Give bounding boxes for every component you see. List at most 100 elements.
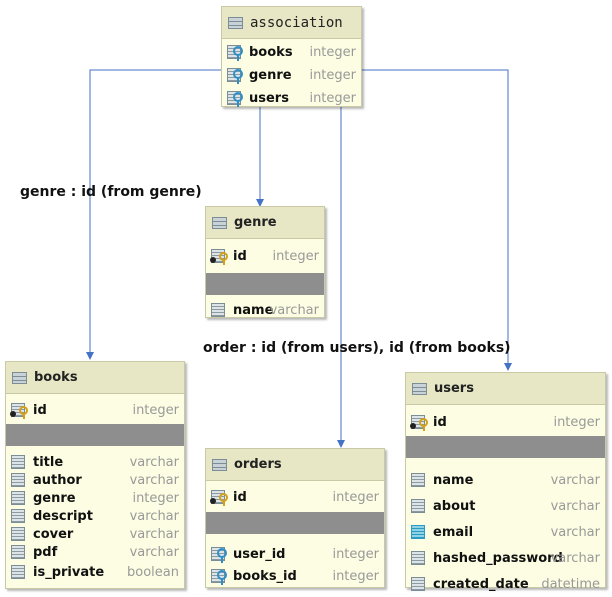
column-name: title: [33, 454, 64, 470]
column-row[interactable]: id integer: [206, 246, 324, 266]
table-icon: [412, 382, 427, 395]
column-name: id: [433, 414, 447, 430]
table-books[interactable]: books id integer title varchar author va…: [5, 361, 185, 589]
column-type: varchar: [550, 498, 600, 514]
column-type: varchar: [129, 454, 179, 470]
column-name: user_id: [233, 546, 286, 562]
column-name: id: [233, 489, 247, 505]
column-row[interactable]: user_id integer: [206, 543, 384, 565]
table-users[interactable]: users id integer name varchar about varc…: [405, 372, 606, 592]
column-icon: [411, 498, 429, 514]
column-row[interactable]: id integer: [6, 400, 184, 420]
column-row[interactable]: name varchar: [406, 467, 605, 493]
table-icon: [212, 458, 227, 471]
column-row[interactable]: descript varchar: [6, 507, 184, 525]
column-type: varchar: [550, 472, 600, 488]
column-name: id: [233, 248, 247, 264]
genre-relation-label: genre : id (from genre): [20, 184, 202, 200]
table-header[interactable]: association: [222, 7, 361, 39]
separator-bar: [206, 273, 324, 295]
column-icon: [411, 550, 429, 566]
column-name: id: [33, 402, 47, 418]
column-name: is_private: [33, 564, 105, 580]
column-row[interactable]: users integer: [222, 88, 361, 108]
primary-key-icon: [210, 248, 229, 265]
table-title: association: [250, 14, 343, 31]
column-row[interactable]: created_date datetime: [406, 571, 605, 597]
column-name: hashed_password: [433, 550, 563, 566]
table-genre[interactable]: genre id integer name varchar: [205, 206, 325, 318]
column-row[interactable]: id integer: [406, 412, 605, 432]
key-fk-icon: [227, 67, 245, 84]
column-icon: [11, 508, 29, 524]
column-type: integer: [309, 90, 356, 106]
column-icon: [211, 302, 229, 318]
column-name: genre: [249, 67, 292, 83]
primary-key-icon: [210, 489, 229, 506]
column-row[interactable]: genre integer: [222, 65, 361, 85]
column-type: datetime: [541, 576, 600, 592]
table-title: users: [434, 381, 474, 396]
column-row[interactable]: hashed_password varchar: [406, 545, 605, 571]
column-name: name: [233, 302, 274, 318]
column-row[interactable]: email varchar: [406, 519, 605, 545]
key-fk-icon: [211, 568, 229, 585]
column-icon: [11, 564, 29, 580]
separator-bar: [6, 424, 184, 446]
column-row[interactable]: title varchar: [6, 453, 184, 471]
column-type: integer: [332, 568, 379, 584]
table-header[interactable]: orders: [206, 449, 384, 481]
column-row[interactable]: genre integer: [6, 489, 184, 507]
column-name: name: [433, 472, 474, 488]
table-title: books: [34, 370, 78, 385]
key-fk-icon: [211, 546, 229, 563]
column-row[interactable]: cover varchar: [6, 525, 184, 543]
table-orders[interactable]: orders id integer user_id integer books_…: [205, 448, 385, 588]
column-row[interactable]: pdf varchar: [6, 543, 184, 561]
column-type: boolean: [127, 564, 179, 580]
separator-bar: [406, 436, 605, 458]
column-name: pdf: [33, 544, 58, 560]
column-name: cover: [33, 526, 74, 542]
connector-association-users: [355, 66, 512, 371]
column-type: integer: [553, 414, 600, 430]
column-type: integer: [309, 44, 356, 60]
table-icon: [212, 216, 227, 229]
column-row[interactable]: is_private boolean: [6, 561, 184, 583]
column-type: varchar: [129, 472, 179, 488]
column-name: author: [33, 472, 82, 488]
column-type: integer: [272, 248, 319, 264]
table-title: genre: [234, 215, 277, 230]
column-row[interactable]: about varchar: [406, 493, 605, 519]
column-row[interactable]: name varchar: [206, 300, 324, 320]
column-icon: [11, 454, 29, 470]
column-name: books_id: [233, 568, 297, 584]
column-row[interactable]: author varchar: [6, 471, 184, 489]
table-header[interactable]: books: [6, 362, 184, 394]
column-name: books: [249, 44, 293, 60]
column-type: varchar: [550, 550, 600, 566]
column-type: integer: [332, 489, 379, 505]
column-row[interactable]: id integer: [206, 487, 384, 507]
table-association[interactable]: association books integer genre integer …: [221, 6, 362, 107]
column-icon: [11, 544, 29, 560]
column-type: integer: [332, 546, 379, 562]
column-row[interactable]: books_id integer: [206, 565, 384, 587]
column-type: varchar: [129, 526, 179, 542]
table-icon: [12, 371, 27, 384]
column-type: varchar: [129, 508, 179, 524]
column-name: users: [249, 90, 289, 106]
column-row[interactable]: books integer: [222, 42, 361, 62]
column-type: integer: [132, 402, 179, 418]
column-name: genre: [33, 490, 76, 506]
primary-key-icon: [10, 402, 29, 419]
key-fk-icon: [227, 90, 245, 107]
key-fk-icon: [227, 44, 245, 61]
column-type: varchar: [129, 544, 179, 560]
table-icon: [228, 16, 243, 29]
column-icon: [11, 472, 29, 488]
table-header[interactable]: genre: [206, 207, 324, 239]
column-icon: [411, 472, 429, 488]
table-header[interactable]: users: [406, 373, 605, 405]
column-name: created_date: [433, 576, 529, 592]
